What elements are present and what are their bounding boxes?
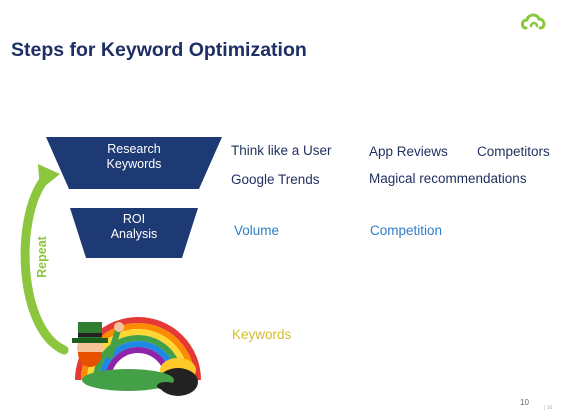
curved-repeat-arrow-icon — [20, 164, 69, 355]
funnel-stage-roi-label: ROI Analysis — [110, 212, 158, 241]
item-volume: Volume — [234, 223, 280, 238]
item-think-like-user: Think like a User — [231, 143, 332, 158]
funnel-stage-research: Research Keywords — [46, 137, 222, 189]
item-competitors: Competitors — [477, 144, 550, 159]
item-magical-recommendations: Magical recommendations — [369, 171, 527, 186]
funnel-stage-roi: ROI Analysis — [70, 208, 198, 258]
item-competition: Competition — [370, 223, 443, 238]
footer-mark: | 10 — [544, 405, 553, 411]
item-google-trends: Google Trends — [231, 172, 320, 187]
leprechaun-rainbow-illustration — [72, 317, 201, 396]
item-keywords: Keywords — [232, 327, 292, 342]
cloud-logo-icon — [520, 13, 546, 30]
funnel-stage-research-label: Research Keywords — [106, 142, 162, 171]
item-app-reviews: App Reviews — [369, 144, 448, 159]
page-number: 10 — [520, 398, 529, 407]
page-title: Steps for Keyword Optimization — [11, 39, 307, 61]
repeat-label: Repeat — [34, 236, 49, 278]
